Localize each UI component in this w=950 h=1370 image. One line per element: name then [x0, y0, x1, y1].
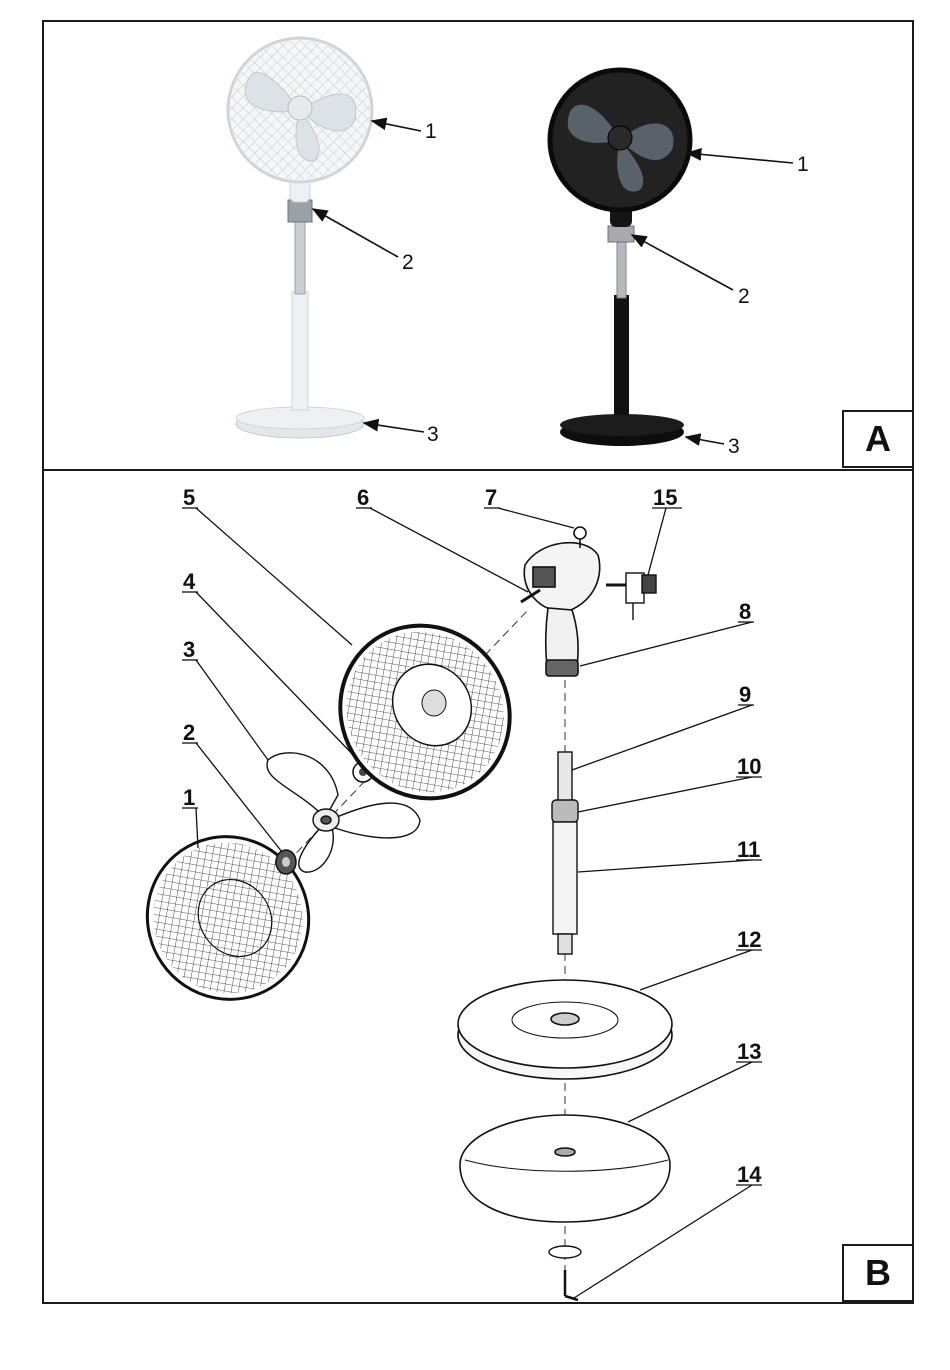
panel-b-number-underlines — [182, 508, 762, 1185]
base-plate-part — [458, 980, 672, 1079]
black-fan-callout-3: 3 — [728, 435, 740, 458]
telescopic-pole-part — [552, 752, 578, 954]
base-cover-part — [460, 1115, 670, 1222]
part-label-9: 9 — [739, 682, 751, 707]
part-label-4: 4 — [183, 569, 196, 594]
part-label-10: 10 — [737, 754, 761, 779]
part-label-7: 7 — [485, 485, 497, 510]
part-label-6: 6 — [357, 485, 369, 510]
washer-screw-part — [549, 1246, 581, 1300]
white-fan-callout-2: 2 — [402, 251, 414, 274]
part-label-1: 1 — [183, 785, 195, 810]
black-fan-callout-1: 1 — [797, 153, 809, 176]
motor-housing-part — [521, 527, 600, 676]
spinner-cap-part — [276, 850, 296, 874]
front-grille-part — [115, 805, 340, 1031]
black-fan-callout-2: 2 — [738, 285, 750, 308]
part-label-13: 13 — [737, 1039, 761, 1064]
part-label-14: 14 — [737, 1162, 762, 1187]
white-fan-callout-3: 3 — [427, 423, 439, 446]
switch-assembly-part — [606, 573, 656, 620]
part-label-8: 8 — [739, 599, 751, 624]
black-fan-illustration — [550, 70, 690, 446]
panel-a-callout-lines — [313, 121, 793, 444]
rear-grille-part — [307, 592, 544, 831]
part-label-5: 5 — [183, 485, 195, 510]
white-fan-callout-1: 1 — [425, 120, 437, 143]
part-label-15: 15 — [653, 485, 677, 510]
part-label-3: 3 — [183, 637, 195, 662]
part-label-2: 2 — [183, 720, 195, 745]
part-label-11: 11 — [737, 837, 760, 862]
white-fan-illustration — [228, 38, 372, 438]
part-label-12: 12 — [737, 927, 761, 952]
